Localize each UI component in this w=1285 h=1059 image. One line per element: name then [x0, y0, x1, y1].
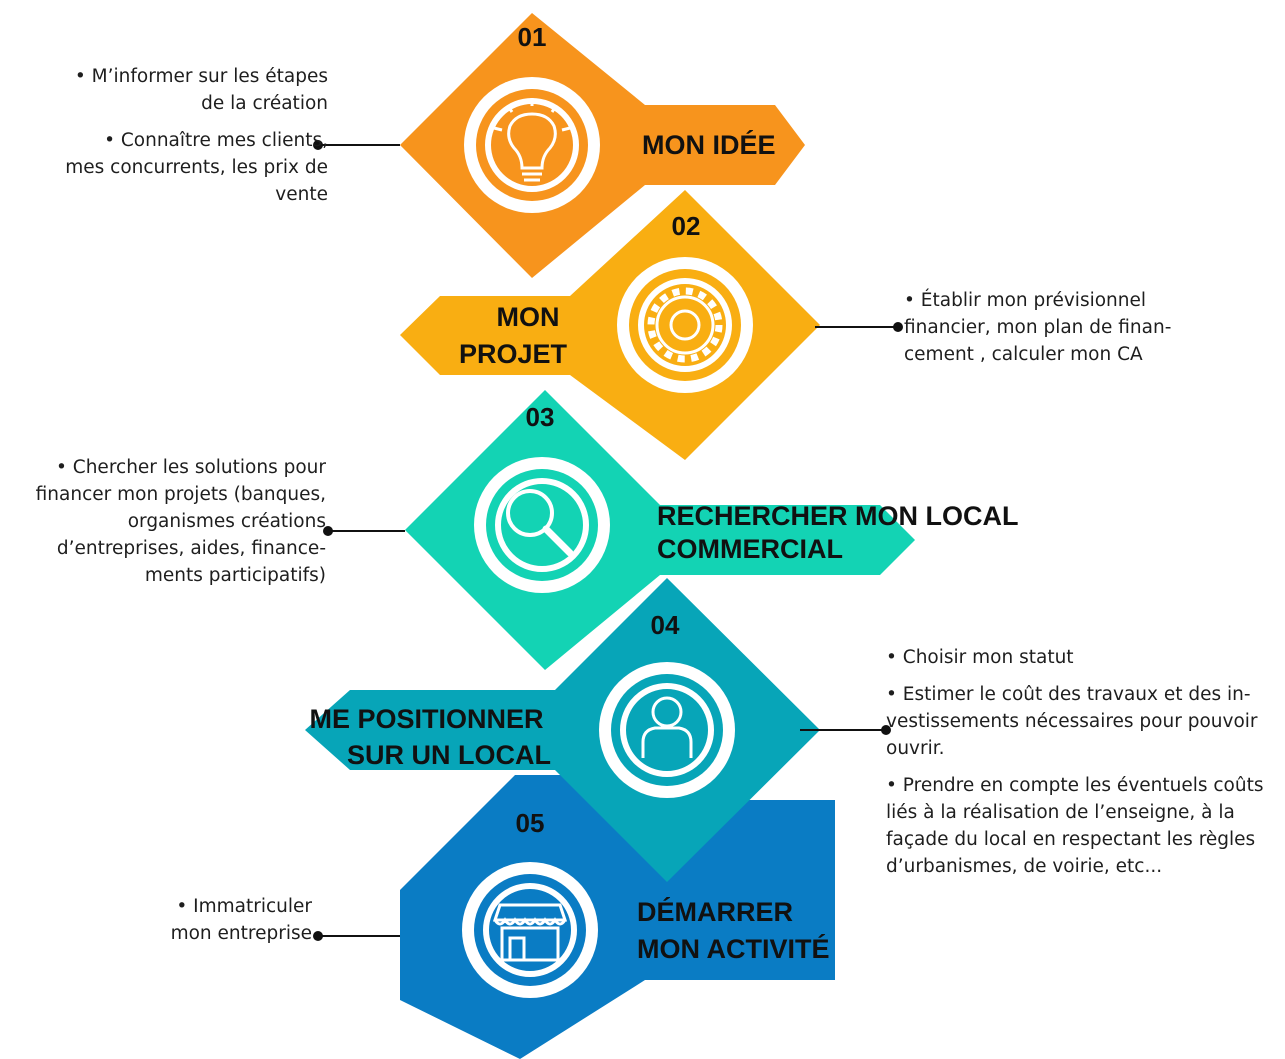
- magnifier-icon: [474, 457, 610, 593]
- step-05-number: 05: [516, 808, 545, 838]
- storefront-icon: [462, 862, 598, 998]
- step-02-arrow-shape: [400, 190, 820, 460]
- step-04-arrow-shape: [305, 578, 820, 882]
- gear-icon: [617, 257, 753, 393]
- step-04-title: ME POSITIONNER SUR UN LOCAL: [309, 704, 551, 770]
- person-icon: [599, 662, 735, 798]
- step-05-bullet: • Immatriculer mon entreprise: [170, 896, 312, 944]
- step-02: 02 MON PROJET: [400, 190, 903, 460]
- step-02-title: MON PROJET: [459, 302, 568, 369]
- step-04-bullets: • Choisir mon statut • Estimer le coût d…: [886, 644, 1278, 880]
- step-02-bullets: • Établir mon prévisionnel financier, mo…: [904, 287, 1204, 368]
- step-03-connector: [323, 526, 405, 536]
- step-02-connector: [815, 322, 903, 332]
- step-03-bullets: • Chercher les solutions pour financer m…: [0, 454, 326, 589]
- step-03-bullet: • Chercher les solutions pour financer m…: [35, 457, 326, 586]
- step-03-number: 03: [526, 402, 555, 432]
- step-02-number: 02: [672, 211, 701, 241]
- step-02-bullet: • Établir mon prévisionnel financier, mo…: [904, 290, 1172, 365]
- step-01: 01 MON IDÉE: [313, 13, 805, 278]
- step-05-title: DÉMARRER MON ACTIVITÉ: [637, 896, 830, 964]
- step-05-bullets: • Immatriculer mon entreprise: [140, 893, 312, 947]
- step-05-connector: [313, 931, 400, 941]
- step-04-bullet: • Prendre en compte les éventuels coûts …: [886, 775, 1264, 877]
- step-04-bullet: • Choisir mon statut: [886, 647, 1074, 668]
- step-01-number: 01: [518, 22, 547, 52]
- step-05: 05 DÉMARRER MON ACTIVITÉ: [313, 775, 835, 1059]
- step-04-number: 04: [651, 610, 680, 640]
- step-01-bullet: • M’informer sur les étapes de la créati…: [74, 66, 328, 114]
- step-04: 04 ME POSITIONNER SUR UN LOCAL: [305, 578, 891, 882]
- step-01-bullet: • Connaître mes clients, mes concurrents…: [65, 130, 328, 205]
- lightbulb-icon: [464, 77, 600, 213]
- step-03-title: RECHERCHER MON LOCAL COMMERCIAL: [657, 501, 1026, 564]
- step-01-title: MON IDÉE: [642, 129, 776, 160]
- step-04-bullet: • Estimer le coût des travaux et des in-…: [886, 684, 1258, 759]
- step-04-connector: [800, 725, 891, 735]
- step-01-arrow-shape: [400, 13, 805, 278]
- step-01-connector: [313, 140, 400, 150]
- step-01-bullets: • M’informer sur les étapes de la créati…: [60, 63, 328, 208]
- step-03: 03 RECHERCHER MON LOCAL COMMERCIAL: [323, 390, 1026, 670]
